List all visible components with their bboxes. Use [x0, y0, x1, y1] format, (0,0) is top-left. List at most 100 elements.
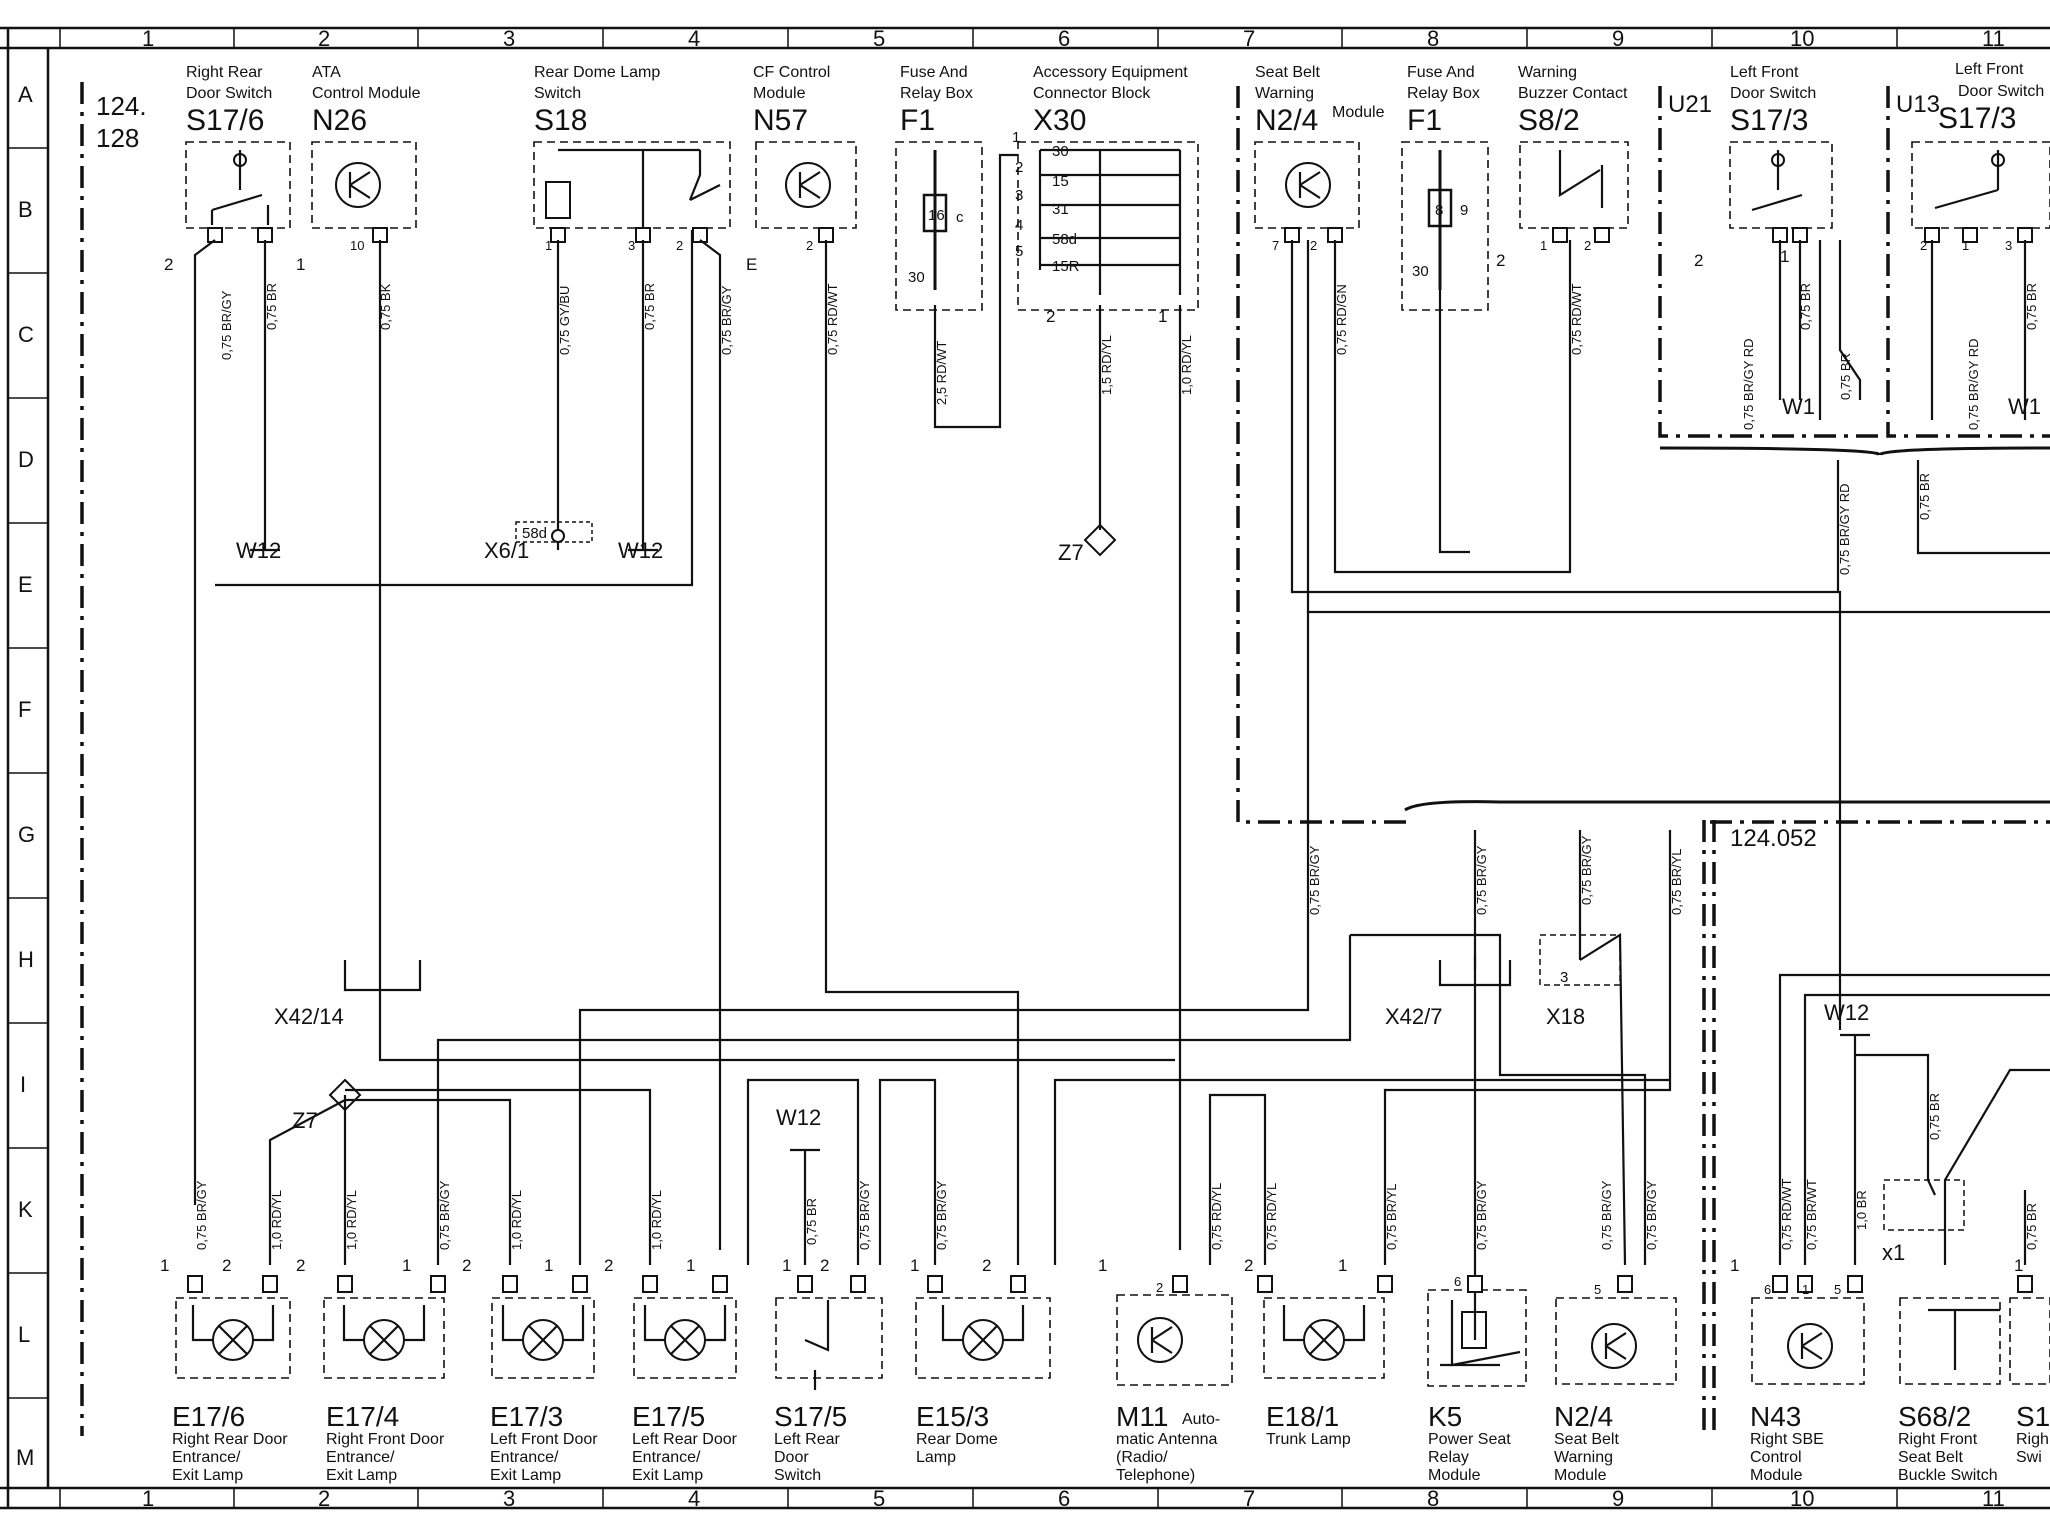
- e181-code: E18/1: [1266, 1401, 1339, 1432]
- wire-n24-left: [1290, 240, 1842, 1030]
- pin-f1b-2: 2: [1496, 251, 1505, 270]
- pin-n43-1b: 1: [1802, 1282, 1809, 1297]
- model-boundary-seatbelt: [1236, 86, 1410, 824]
- x30-term-30: 30: [1052, 143, 1069, 160]
- top-pin-5: [692, 227, 708, 243]
- wire-e153-brgy: [878, 1078, 937, 1265]
- wl-e176-brgy: 0,75 BR/GY: [194, 1180, 209, 1250]
- model-code-124: 124.: [96, 91, 147, 121]
- e174-line-1: Right Front Door: [326, 1431, 445, 1448]
- n24b-line-3: Module: [1554, 1467, 1607, 1484]
- wl-s18-br: 0,75 BR: [642, 283, 657, 330]
- e181-box: [1263, 1297, 1385, 1379]
- e175-line-2: Entrance/: [632, 1449, 701, 1466]
- x4214-label: X42/14: [274, 1004, 344, 1029]
- top-pin-13: [1924, 227, 1940, 243]
- wl-e153-brgy: 0,75 BR/GY: [934, 1180, 949, 1250]
- x18-connector-box: [1539, 934, 1621, 986]
- col-num-b8: 8: [1427, 1486, 1439, 1511]
- f1b-code: F1: [1407, 104, 1442, 137]
- lamp-symbols: [191, 1305, 1366, 1361]
- wl-s175-brgy: 0,75 BR/GY: [857, 1180, 872, 1250]
- wire-s18-brgy: [699, 239, 722, 1250]
- s18-box: [533, 141, 731, 229]
- top-pin-1: [257, 227, 273, 243]
- n26-code: N26: [312, 104, 367, 137]
- wl-e176-rdyl: 1,0 RD/YL: [269, 1190, 284, 1250]
- s682-switch-symbol: [1928, 1308, 2000, 1370]
- s682-line-2: Seat Belt: [1898, 1449, 1963, 1466]
- wl-x30-rdyl10: 1,0 RD/YL: [1179, 335, 1194, 395]
- wire-labels: 0,75 BR/GY 0,75 BR 0,75 BK 0,75 GY/BU 0,…: [194, 283, 2039, 1250]
- e175-code: E17/5: [632, 1401, 705, 1432]
- model-boundary-u21: [1658, 86, 1880, 438]
- x61-label: X6/1: [484, 538, 529, 563]
- top-pin-10: [1594, 227, 1610, 243]
- n26-transistor-lines: [348, 171, 371, 199]
- col-num-5: 5: [873, 26, 885, 51]
- m11-line-3: Telephone): [1116, 1467, 1195, 1484]
- s175-line-2: Door: [774, 1449, 809, 1466]
- n57-box: [755, 141, 857, 229]
- col-num-b2: 2: [318, 1486, 330, 1511]
- s176-plunger-icon: [233, 153, 247, 167]
- x30-pin-3: 3: [1015, 187, 1023, 204]
- pin-n24b-5: 5: [1594, 1282, 1601, 1297]
- wl-g-bryl: 0,75 BR/YL: [1669, 849, 1684, 916]
- pin-n26-10: 10: [350, 238, 364, 253]
- k5-relay-lines: [1440, 1300, 1521, 1367]
- lamp-leads-0: [191, 1305, 275, 1342]
- pin-e176-2: 2: [222, 1256, 231, 1275]
- bottom-component-labels: E17/6 Right Rear Door Entrance/ Exit Lam…: [172, 1401, 2050, 1484]
- e173-code: E17/3: [490, 1401, 563, 1432]
- wire-n26-bk: [378, 240, 1175, 1062]
- n24b-code: N2/4: [1554, 1401, 1613, 1432]
- wl-g-brgy2: 0,75 BR/GY: [1474, 845, 1489, 915]
- wl-s176-br: 0,75 BR: [264, 283, 279, 330]
- n43-box: [1751, 1297, 1865, 1385]
- bottom-pin-13: [1257, 1275, 1273, 1293]
- wire-n43-rdwt: [1778, 973, 2050, 1265]
- s1-line-2: Swi: [2016, 1449, 2042, 1466]
- s176-title-2: Door Switch: [186, 85, 272, 102]
- wire-x427-right: [1350, 933, 1647, 1265]
- wl-n24-rdgn: 0,75 RD/GN: [1334, 284, 1349, 355]
- z7-top-junction-icon: [1083, 523, 1117, 557]
- s176-switch-symbol: [210, 150, 270, 225]
- n57-transistor-lines: [798, 171, 821, 199]
- col-num-4: 4: [688, 26, 700, 51]
- wire-n24-rdgn: [1333, 240, 1572, 574]
- k5-relay-coil-icon: [1461, 1311, 1487, 1349]
- bottom-pin-7: [712, 1275, 728, 1293]
- s173-title-1: Left Front: [1730, 64, 1799, 81]
- model-code-u13: U13: [1896, 91, 1940, 118]
- lamp-leads-4: [941, 1305, 1025, 1342]
- n43-code: N43: [1750, 1401, 1801, 1432]
- wire-f1-rdwt: [933, 153, 1018, 429]
- wire-f1b: [1438, 290, 1470, 554]
- s173-switch-symbol: [1751, 150, 1803, 212]
- e153-line-2: Lamp: [916, 1449, 956, 1466]
- n24-title-1: Seat Belt: [1255, 64, 1320, 81]
- lamp-cross-2: [528, 1325, 558, 1355]
- f1-fuse-icon: [922, 193, 948, 233]
- n24-suffix: Module: [1332, 104, 1385, 121]
- pin-e181-2: 2: [1244, 1256, 1253, 1275]
- pin-s82-2: 2: [1584, 238, 1591, 253]
- s173-plunger-icon: [1771, 153, 1785, 167]
- bottom-pin-18: [1797, 1275, 1813, 1293]
- pin-m11-2: 2: [1156, 1280, 1163, 1295]
- e173-line-2: Entrance/: [490, 1449, 559, 1466]
- s173b-title-2: Door Switch: [1958, 83, 2044, 100]
- wl-trunk-br: 0,75 BR: [1917, 473, 1932, 520]
- col-num-b10: 10: [1790, 1486, 1814, 1511]
- e173-line-3: Exit Lamp: [490, 1467, 561, 1484]
- wire-s68-br: [1855, 1053, 1936, 1196]
- bottom-pin-3: [430, 1275, 446, 1293]
- pin-s176-2: 2: [164, 255, 173, 274]
- x30-title-2: Connector Block: [1033, 85, 1151, 102]
- wl-e181-rdyl: 0,75 RD/YL: [1264, 1183, 1279, 1250]
- x30-code: X30: [1033, 104, 1086, 137]
- harness-bracket-mid: [1404, 800, 2050, 812]
